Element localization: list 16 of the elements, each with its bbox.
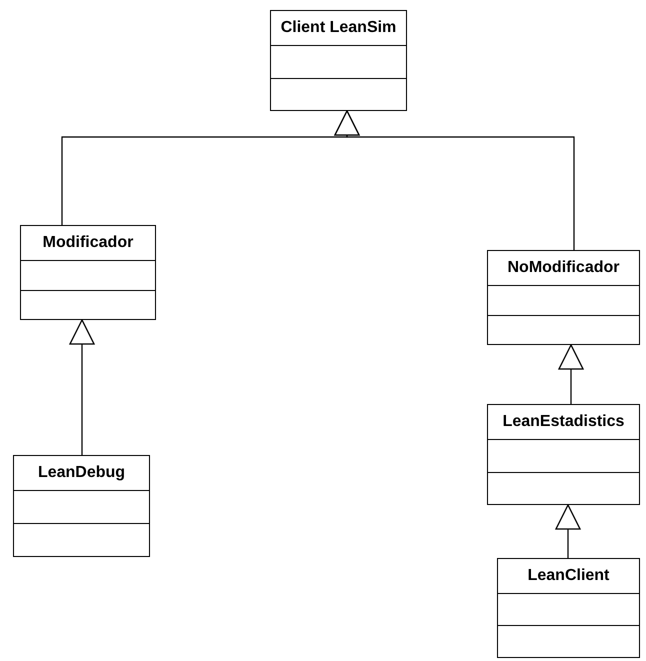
class-box (487, 404, 640, 505)
class-name: LeanClient (528, 567, 610, 585)
class-box (13, 455, 150, 557)
class-name: Client LeanSim (280, 19, 396, 37)
class-name: Modificador (42, 234, 134, 252)
class-name: LeanDebug (38, 464, 126, 482)
class-box (270, 10, 407, 111)
class-name: NoModificador (508, 259, 620, 277)
inheritance-arrow (555, 504, 581, 558)
class-name: LeanEstadistics (502, 413, 624, 431)
inheritance-arrow (334, 110, 575, 250)
class-box (497, 558, 640, 658)
inheritance-arrow (558, 344, 584, 404)
class-box (20, 225, 156, 320)
inheritance-arrow (69, 319, 95, 455)
class-box (487, 250, 640, 345)
